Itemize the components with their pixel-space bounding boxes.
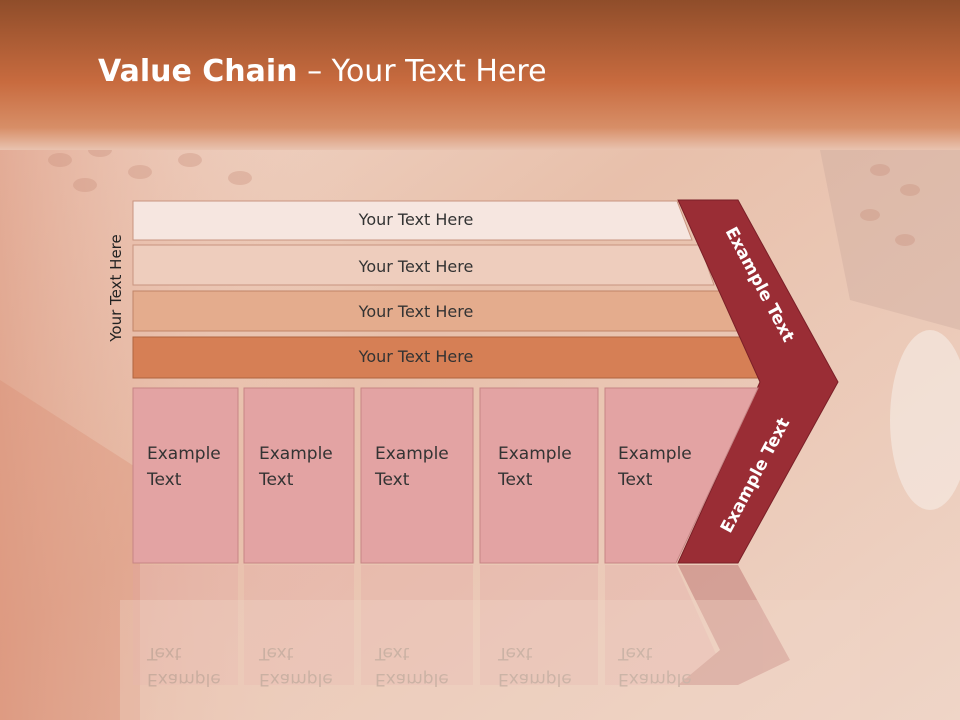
box-4: Example Text: [479, 387, 599, 564]
reflection-fade: [120, 600, 860, 720]
svg-text:Example Text: Example Text: [497, 444, 577, 490]
bar-2-label: Your Text Here: [358, 257, 474, 276]
svg-text:Example Text: Example Text: [374, 444, 454, 490]
box-1-line2: Text: [146, 470, 182, 490]
box-1-line1: Example: [147, 444, 221, 464]
svg-text:Example Text: Example Text: [258, 444, 338, 490]
box-3-line2: Text: [374, 470, 410, 490]
reflection-box-2-line1: Example: [259, 669, 333, 689]
svg-text:Text Example: Text Example: [617, 643, 692, 689]
box-2: Example Text: [243, 387, 355, 564]
bar-2: Your Text Here: [132, 244, 715, 286]
slide-title: Value Chain – Your Text Here: [98, 54, 547, 89]
reflection-box-3-line2: Text: [374, 643, 410, 663]
box-4-line2: Text: [497, 470, 533, 490]
reflection-box-5-line2: Text: [617, 643, 653, 663]
box-5-line2: Text: [617, 470, 653, 490]
reflection-box-4: [480, 565, 598, 685]
side-label: Your Text Here: [107, 234, 125, 342]
svg-text:Text Example: Text Example: [258, 643, 333, 689]
reflection-box-2: [244, 565, 354, 685]
bar-1-shape: [132, 200, 693, 241]
value-chevron: [677, 199, 839, 564]
reflection: Text Example Text Example Text Example T…: [133, 565, 790, 689]
reflection-box-4-line1: Example: [498, 669, 572, 689]
box-3-shape: [360, 387, 474, 564]
box-1-shape: [132, 387, 239, 564]
reflection-box-5: [605, 565, 730, 685]
reflection-box-1-line1: Example: [147, 669, 221, 689]
bar-3: Your Text Here: [132, 290, 739, 332]
reflection-box-3-line1: Example: [375, 669, 449, 689]
reflection-box-4-line2: Text: [497, 643, 533, 663]
box-2-line1: Example: [259, 444, 333, 464]
bar-1-label: Your Text Here: [358, 210, 474, 229]
box-4-shape: [479, 387, 599, 564]
box-5-shape: [604, 387, 759, 564]
box-1: Example Text: [132, 387, 239, 564]
box-4-line1: Example: [498, 444, 572, 464]
svg-text:Text Example: Text Example: [497, 643, 572, 689]
bar-4: Your Text Here: [132, 336, 763, 379]
title-bold: Value Chain: [98, 54, 298, 89]
box-2-line2: Text: [258, 470, 294, 490]
bar-2-shape: [132, 244, 715, 286]
bar-3-label: Your Text Here: [358, 302, 474, 321]
reflection-box-5-line1: Example: [618, 669, 692, 689]
bar-4-label: Your Text Here: [358, 347, 474, 366]
box-3: Example Text: [360, 387, 474, 564]
svg-text:Example Text: Example Text: [146, 444, 226, 490]
bar-1: Your Text Here: [132, 200, 693, 241]
svg-text:Text Example: Text Example: [146, 643, 221, 689]
box-3-line1: Example: [375, 444, 449, 464]
reflection-box-1-line2: Text: [146, 643, 182, 663]
reflection-box-2-line2: Text: [258, 643, 294, 663]
svg-text:Text Example: Text Example: [374, 643, 449, 689]
reflection-box-3: [361, 565, 473, 685]
title-rest: – Your Text Here: [307, 54, 547, 89]
box-2-shape: [243, 387, 355, 564]
box-5: Example Text: [604, 387, 759, 564]
reflection-box-1: [133, 565, 238, 685]
box-5-line1: Example: [618, 444, 692, 464]
svg-text:Example Text: Example Text: [617, 444, 697, 490]
reflection-chevron: [678, 565, 790, 685]
